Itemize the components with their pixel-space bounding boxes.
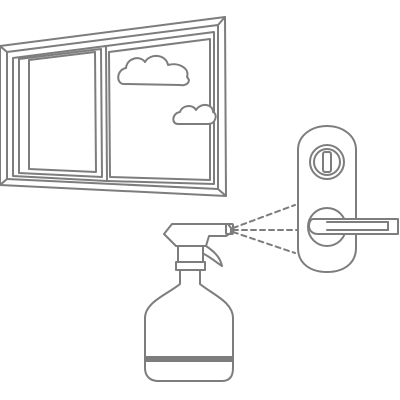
bottle-neck xyxy=(177,245,204,263)
window-corner-line xyxy=(0,178,8,186)
window-left-sash xyxy=(12,45,108,182)
mist-line-bottom xyxy=(232,231,296,254)
spray-bottle-icon xyxy=(144,223,234,382)
cloud-small xyxy=(172,104,217,125)
sprayer-trigger xyxy=(203,245,223,267)
window-corner-line xyxy=(217,188,227,197)
window-left-sash-inner xyxy=(18,48,103,178)
window-right-glass xyxy=(108,38,211,181)
sliding-window-icon xyxy=(0,16,227,197)
bottle-collar xyxy=(175,261,206,271)
bottle-liquid xyxy=(145,357,233,362)
cloud-icon xyxy=(117,55,217,125)
spray-mist-icon xyxy=(232,204,298,254)
window-corner-line xyxy=(0,45,8,53)
sprayer-nozzle xyxy=(225,223,234,235)
cloud-large xyxy=(117,55,190,87)
window-corner-line xyxy=(217,16,226,26)
sprayer-head xyxy=(163,223,232,247)
bottle-body xyxy=(144,269,234,382)
mist-line-top xyxy=(232,204,296,229)
thumb-turn-slot xyxy=(322,151,332,173)
window-right-sash xyxy=(105,31,215,185)
window-left-glass xyxy=(28,51,97,173)
thumb-turn-rose-inner xyxy=(313,148,341,176)
door-lever-handle-icon xyxy=(297,125,399,273)
